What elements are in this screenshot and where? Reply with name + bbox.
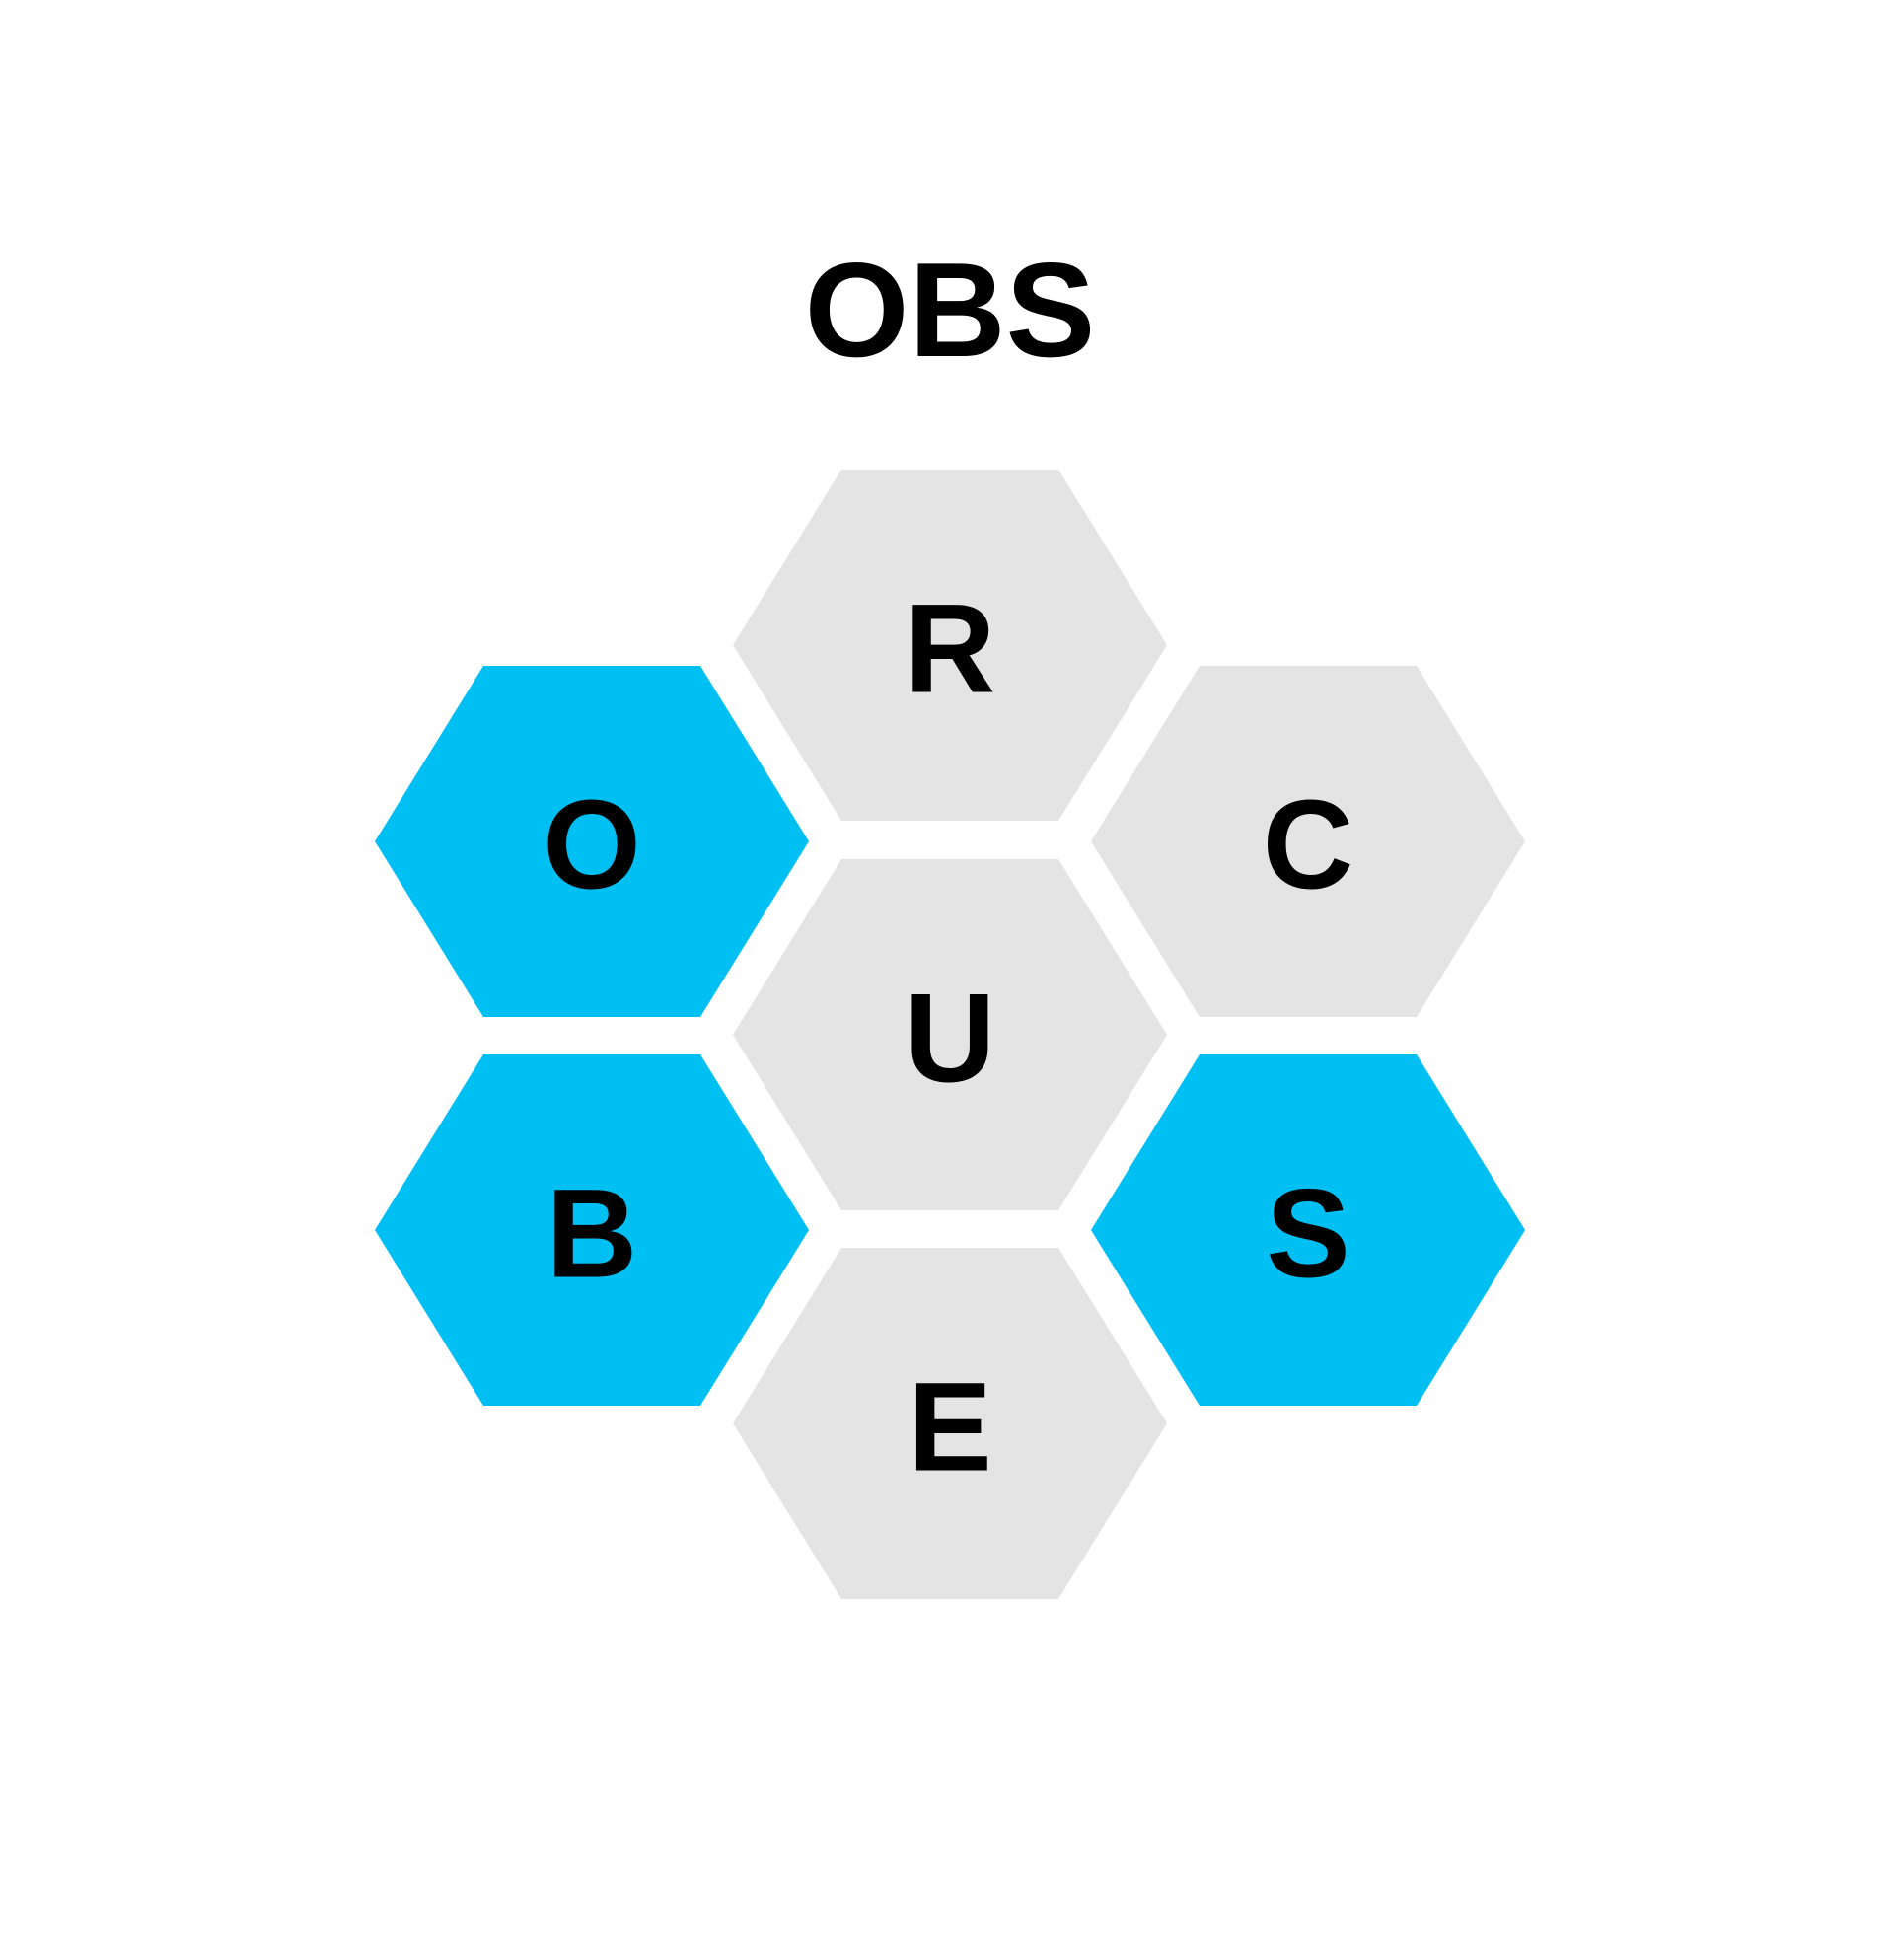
hexagon-tile[interactable] xyxy=(375,1054,809,1406)
tile-center[interactable]: U xyxy=(733,859,1167,1210)
hexagon-tile[interactable] xyxy=(1091,666,1525,1017)
tile-lower-left[interactable]: B xyxy=(375,1054,809,1406)
hexagon-tile[interactable] xyxy=(375,666,809,1017)
tile-bottom[interactable]: E xyxy=(733,1248,1167,1599)
hexagon-tile[interactable] xyxy=(1091,1054,1525,1406)
tile-upper-left[interactable]: O xyxy=(375,666,809,1017)
hexagon-tile[interactable] xyxy=(733,1248,1167,1599)
tile-upper-right[interactable]: C xyxy=(1091,666,1525,1017)
tile-top[interactable]: R xyxy=(733,470,1167,821)
current-word: OBS xyxy=(805,235,1096,385)
tile-lower-right[interactable]: S xyxy=(1091,1054,1525,1406)
hexagon-tile[interactable] xyxy=(733,859,1167,1210)
hexagon-tile[interactable] xyxy=(733,470,1167,821)
